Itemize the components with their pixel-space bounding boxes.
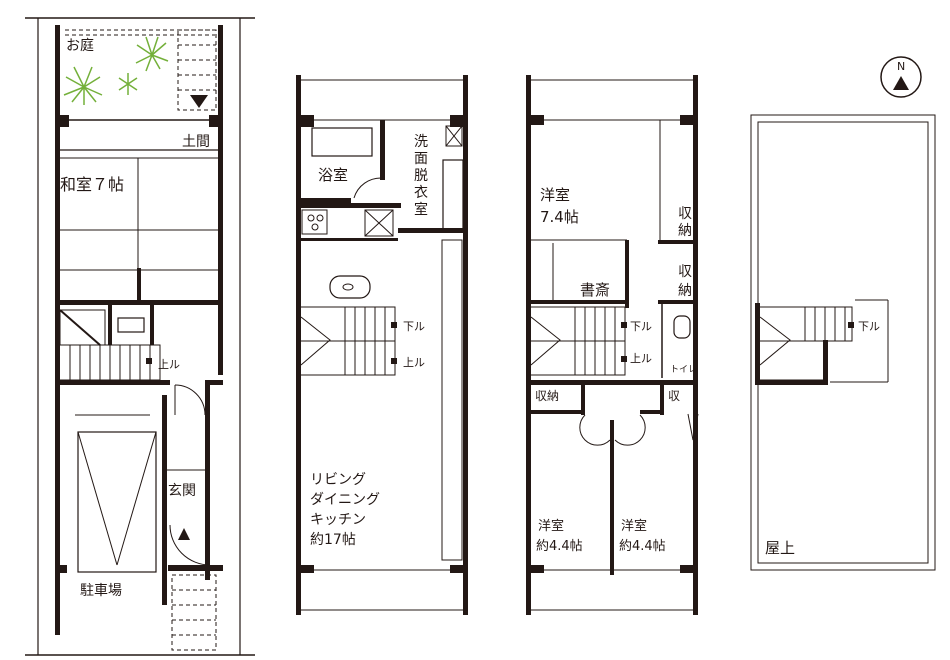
study-label: 書斎 [580, 281, 610, 299]
western-room-size: 7.4帖 [540, 208, 579, 226]
floor-3: 洋室 7.4帖 収 納 収 納 書斎 下ル 上ル トイレ 収納 収 洋室 約4.… [526, 75, 699, 615]
compass-north-letter: N [897, 60, 905, 73]
room-right-label: 洋室 [621, 518, 647, 534]
dressing-label-4: 衣 [414, 185, 428, 201]
storage-small-label: 収 [668, 389, 680, 403]
stair-down-label: 下ル [403, 320, 425, 333]
ldk-label-3: キッチン [310, 512, 366, 528]
ldk-label-1: リビング [310, 472, 366, 488]
closet-a-label-1: 収 [678, 206, 692, 222]
floor-2: 浴室 洗 面 脱 衣 室 下ル 上ル リビング ダイニング キッチン 約17帖 [296, 75, 468, 615]
toilet-icon [673, 315, 691, 339]
dressing-label-5: 室 [414, 201, 428, 218]
western-room-label: 洋室 [540, 186, 570, 204]
entrance-label: 玄関 [168, 482, 196, 499]
washitsu-label: 和室７帖 [60, 175, 124, 194]
stove-icon [301, 209, 328, 235]
stair-up-label: 上ル [403, 356, 425, 369]
garden-plant-icon [63, 36, 169, 105]
stair-up-label: 上ル [158, 358, 180, 371]
parking-label: 駐車場 [80, 582, 122, 599]
stair-up-label: 上ル [630, 352, 652, 365]
rooftop-label: 屋上 [765, 539, 795, 557]
room-right-size: 約4.4帖 [619, 539, 666, 554]
entry-arrow-icon [190, 95, 208, 108]
floor-1: お庭 土間 和室７帖 上ル 玄関 駐車場 [25, 17, 255, 656]
storage-label: 収納 [535, 389, 559, 403]
roof-floor: 下ル 屋上 [750, 114, 936, 571]
ldk-label-2: ダイニング [310, 492, 380, 508]
entry-arrow-icon [178, 528, 190, 540]
bath-label: 浴室 [318, 166, 348, 184]
closet-b-label-2: 納 [678, 283, 692, 299]
compass: N [880, 56, 922, 98]
stair-down-label: 下ル [858, 320, 880, 333]
room-left-size: 約4.4帖 [536, 539, 583, 554]
sink-icon [329, 275, 371, 299]
toilet-icon [117, 317, 145, 333]
toilet-label: トイレ [670, 365, 697, 375]
stair-down-label: 下ル [630, 320, 652, 333]
dressing-label-3: 脱 [414, 168, 428, 184]
closet-b-label-1: 収 [678, 264, 692, 280]
garden-label: お庭 [66, 37, 94, 54]
closet-a-label-2: 納 [678, 223, 692, 239]
ldk-label-4: 約17帖 [310, 532, 356, 548]
dressing-label-2: 面 [414, 151, 428, 167]
doma-label: 土間 [182, 134, 210, 150]
north-arrow-icon [880, 56, 922, 98]
room-left-label: 洋室 [538, 518, 564, 534]
dressing-label-1: 洗 [414, 134, 428, 150]
